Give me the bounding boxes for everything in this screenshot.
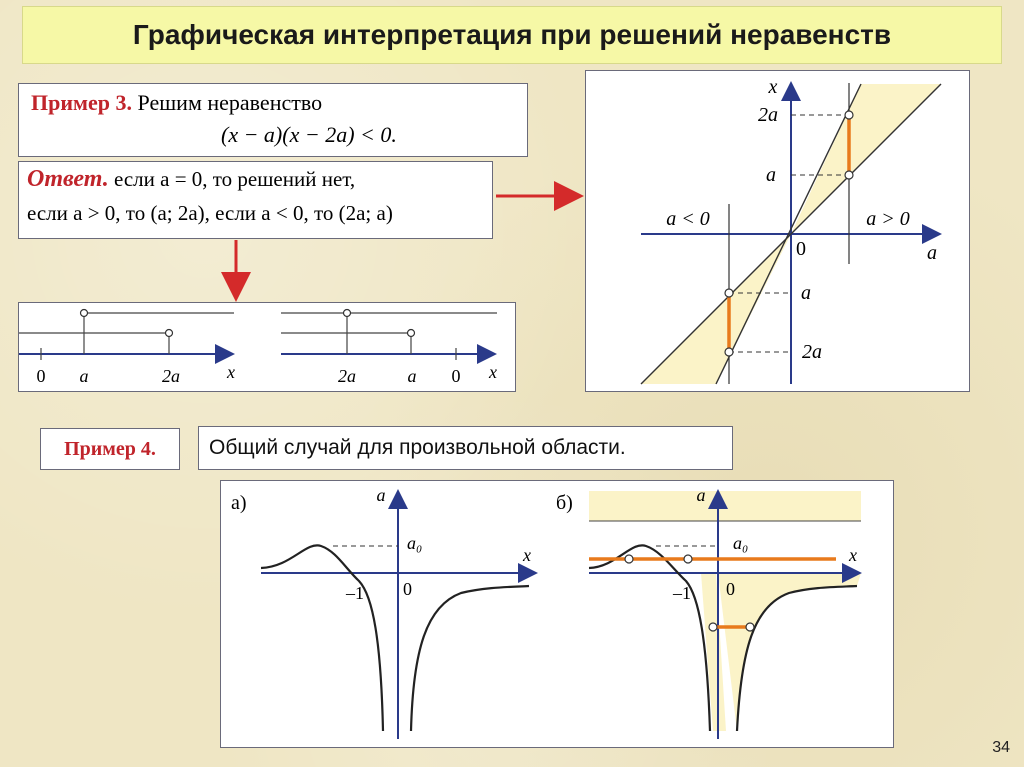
panel-b-axis-a-label: a [697,485,706,505]
example3-label: Пример 3. [31,90,133,115]
label-a-lt-0: a < 0 [666,208,710,230]
open-point [683,554,693,564]
open-point [724,288,734,298]
panel-b-shade-mid [701,573,726,731]
label-a-bottom: a [801,282,811,304]
panel-b-curve-right [735,584,858,732]
answer-line2: если a > 0, то (a; 2a), если a < 0, то (… [27,201,393,225]
graph-top-box: x a 2a a a 2a a < 0 a > 0 0 [585,70,970,392]
numberline-right-label: x [488,362,497,382]
open-point [164,328,174,338]
panel-b-shade-top [589,491,861,521]
label-a-top: a [766,164,776,186]
example4-note: Общий случай для произвольной области. [198,426,733,470]
page-title: Графическая интерпретация при решений не… [22,6,1002,64]
open-point [844,170,854,180]
panel-a-axis-x-label: x [522,545,531,565]
label-2a-top: 2a [758,104,778,126]
open-point [406,328,416,338]
example3-text: Решим неравенство [137,90,323,115]
axis-x-label: x [768,76,778,98]
panel-b-minus-one: –1 [672,583,691,603]
numberline-right-label: 0 [452,366,461,386]
label-2a-bottom: 2a [802,341,822,363]
label-origin: 0 [796,238,806,260]
numberline-right-label: 2a [338,366,356,386]
panel-a-axis-a-label: a [377,485,386,505]
answer-box: Ответ. если a = 0, то решений нет, если … [18,161,493,239]
open-point [724,347,734,357]
answer-label: Ответ. [27,166,109,192]
open-point [708,622,718,632]
example3-box: Пример 3. Решим неравенство (x − a)(x − … [18,83,528,157]
panel-a-curve-left [260,544,385,732]
panel-b-zero: 0 [726,579,735,599]
numberline-left-label: x [226,362,235,382]
numberline-left-label: 2a [162,366,180,386]
axis-a-label: a [927,242,937,264]
open-point [745,622,755,632]
panel-a-curve-right [409,584,530,732]
graph-bottom-svg: а) a x a₀ –1 0 б) a x a₀ –1 0 [231,485,862,739]
numberline-left-label: 0 [37,366,46,386]
panel-a-label: а) [231,492,247,514]
example3-formula: (x − a)(x − 2a) < 0. [221,122,397,147]
numberline-left-label: a [80,366,89,386]
label-a-gt-0: a > 0 [866,208,910,230]
graph-top-svg: x a 2a a a 2a a < 0 a > 0 0 [640,76,942,385]
line-x-equals-a [640,83,942,385]
panel-a-a0-label: a₀ [407,533,422,553]
panel-b-curve-left [588,544,712,732]
line-x-equals-2a [715,83,862,385]
panel-b-shade-right [718,573,861,731]
panel-a-zero: 0 [403,579,412,599]
numberline-right-label: a [408,366,417,386]
numberlines-box: 0 a 2a x 2a a 0 x [18,302,516,392]
numberlines-svg: 0 a 2a x 2a a 0 x [19,308,497,386]
example4-label: Пример 4. [64,437,156,460]
page-number: 34 [992,739,1010,756]
open-point [342,308,352,318]
panel-b-axis-x-label: x [848,545,857,565]
example4-box: Пример 4. [40,428,180,470]
open-point [844,110,854,120]
open-point [624,554,634,564]
open-point [79,308,89,318]
graph-bottom-box: а) a x a₀ –1 0 б) a x a₀ –1 0 [220,480,894,748]
panel-a-minus-one: –1 [345,583,364,603]
panel-b-label: б) [556,492,573,514]
answer-line1: если a = 0, то решений нет, [113,167,356,191]
panel-b-a0-label: a₀ [733,533,748,553]
